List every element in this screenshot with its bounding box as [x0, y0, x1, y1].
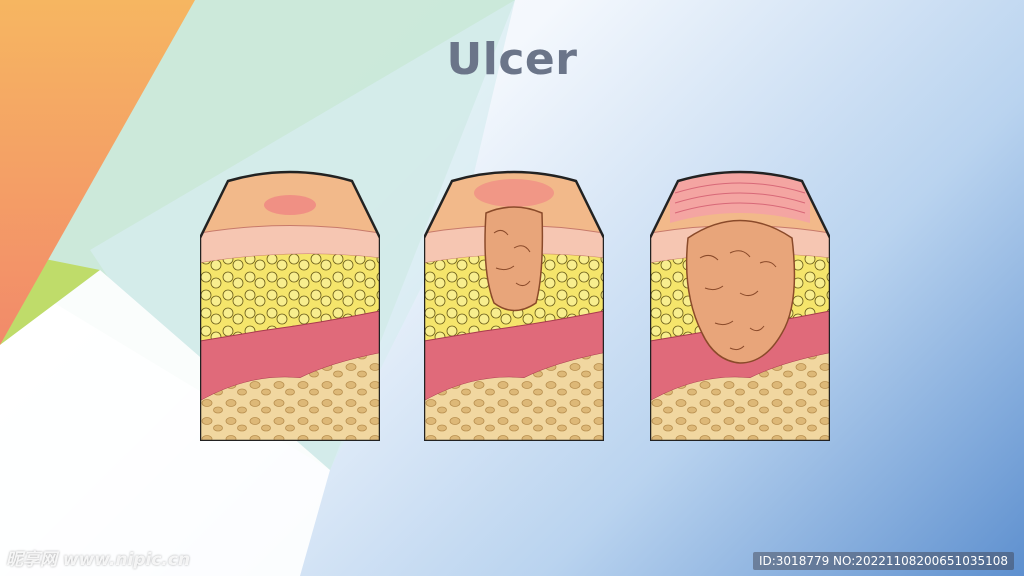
ulcer-stage-2 — [424, 163, 604, 441]
bone-layer — [424, 353, 604, 441]
bg-white-wedge — [0, 270, 330, 576]
bone-layer — [650, 353, 830, 441]
ulcer-stage-3 — [650, 163, 830, 441]
bg-orange-wedge — [0, 0, 195, 345]
redness-spot — [264, 195, 316, 215]
watermark-logo: 昵享网 www.nipic.cn — [6, 550, 191, 570]
ulcer-stage-1 — [200, 163, 380, 441]
watermark-id: ID:3018779 NO:20221108200651035108 — [752, 552, 1014, 570]
ulcer-crater — [484, 206, 544, 312]
page-title: Ulcer — [446, 34, 578, 85]
bone-layer — [200, 353, 380, 441]
redness-spot — [474, 179, 554, 207]
